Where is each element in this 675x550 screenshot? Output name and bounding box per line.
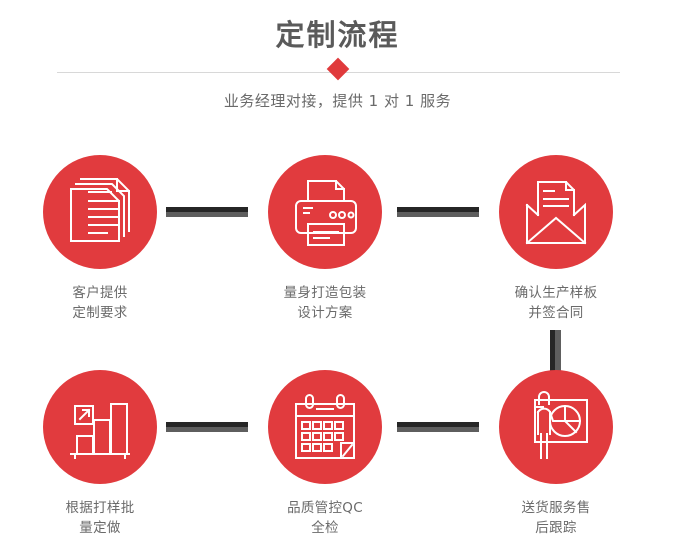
flow-step-6[interactable]: 送货服务售 后跟踪: [466, 370, 646, 538]
connector-bar-dark: [166, 422, 248, 427]
step-icon-circle: [499, 155, 613, 269]
flow-step-label: 送货服务售 后跟踪: [521, 500, 591, 536]
flow-step-4[interactable]: 根据打样批 量定做: [10, 370, 190, 538]
flow-step-label: 根据打样批 量定做: [65, 500, 135, 536]
connector-step2-step3: [397, 207, 479, 217]
connector-bar-gray: [397, 212, 479, 217]
flow-step-3[interactable]: 确认生产样板 并签合同: [466, 155, 646, 323]
connector-step1-step2: [166, 207, 248, 217]
flow-step-label: 确认生产样板 并签合同: [514, 285, 598, 321]
flow-step-1[interactable]: 客户提供 定制要求: [10, 155, 190, 323]
connector-bar-gray: [166, 212, 248, 217]
flow-step-5[interactable]: 品质管控QC 全检: [235, 370, 415, 538]
flow-step-label: 量身打造包装 设计方案: [283, 285, 367, 321]
step-icon-circle: [43, 155, 157, 269]
documents-stack-icon: [70, 178, 130, 242]
calendar-icon: [295, 394, 355, 459]
step-icon-circle: [268, 155, 382, 269]
connector-bar-dark: [397, 422, 479, 427]
connector-bar-gray: [555, 330, 561, 372]
page-subtitle: 业务经理对接，提供 1 对 1 服务: [223, 92, 452, 110]
connector-bar-dark: [166, 207, 248, 212]
envelope-document-icon: [525, 181, 587, 245]
connector-bar-dark: [397, 207, 479, 212]
step-icon-circle: [43, 370, 157, 484]
diamond-marker-icon: [326, 57, 350, 81]
step-icon-circle: [499, 370, 613, 484]
flow-step-label: 客户提供 定制要求: [72, 285, 128, 321]
page-title: 定制流程: [275, 18, 400, 52]
connector-bar-dark: [550, 330, 555, 372]
connector-step3-step6: [550, 330, 561, 372]
flow-step-label: 品质管控QC 全检: [287, 500, 363, 536]
connector-bar-gray: [397, 427, 479, 432]
connector-step5-step6: [397, 422, 479, 432]
process-flow: 客户提供 定制要求 量身打造包装 设计方案: [0, 130, 675, 550]
connector-bar-gray: [166, 427, 248, 432]
flow-step-2[interactable]: 量身打造包装 设计方案: [235, 155, 415, 323]
bar-chart-growth-icon: [70, 403, 130, 459]
presentation-pie-chart-icon: [534, 390, 588, 459]
printer-icon: [295, 180, 357, 246]
header-section: 定制流程 业务经理对接，提供 1 对 1 服务: [0, 0, 675, 130]
connector-step4-step5: [166, 422, 248, 432]
step-icon-circle: [268, 370, 382, 484]
